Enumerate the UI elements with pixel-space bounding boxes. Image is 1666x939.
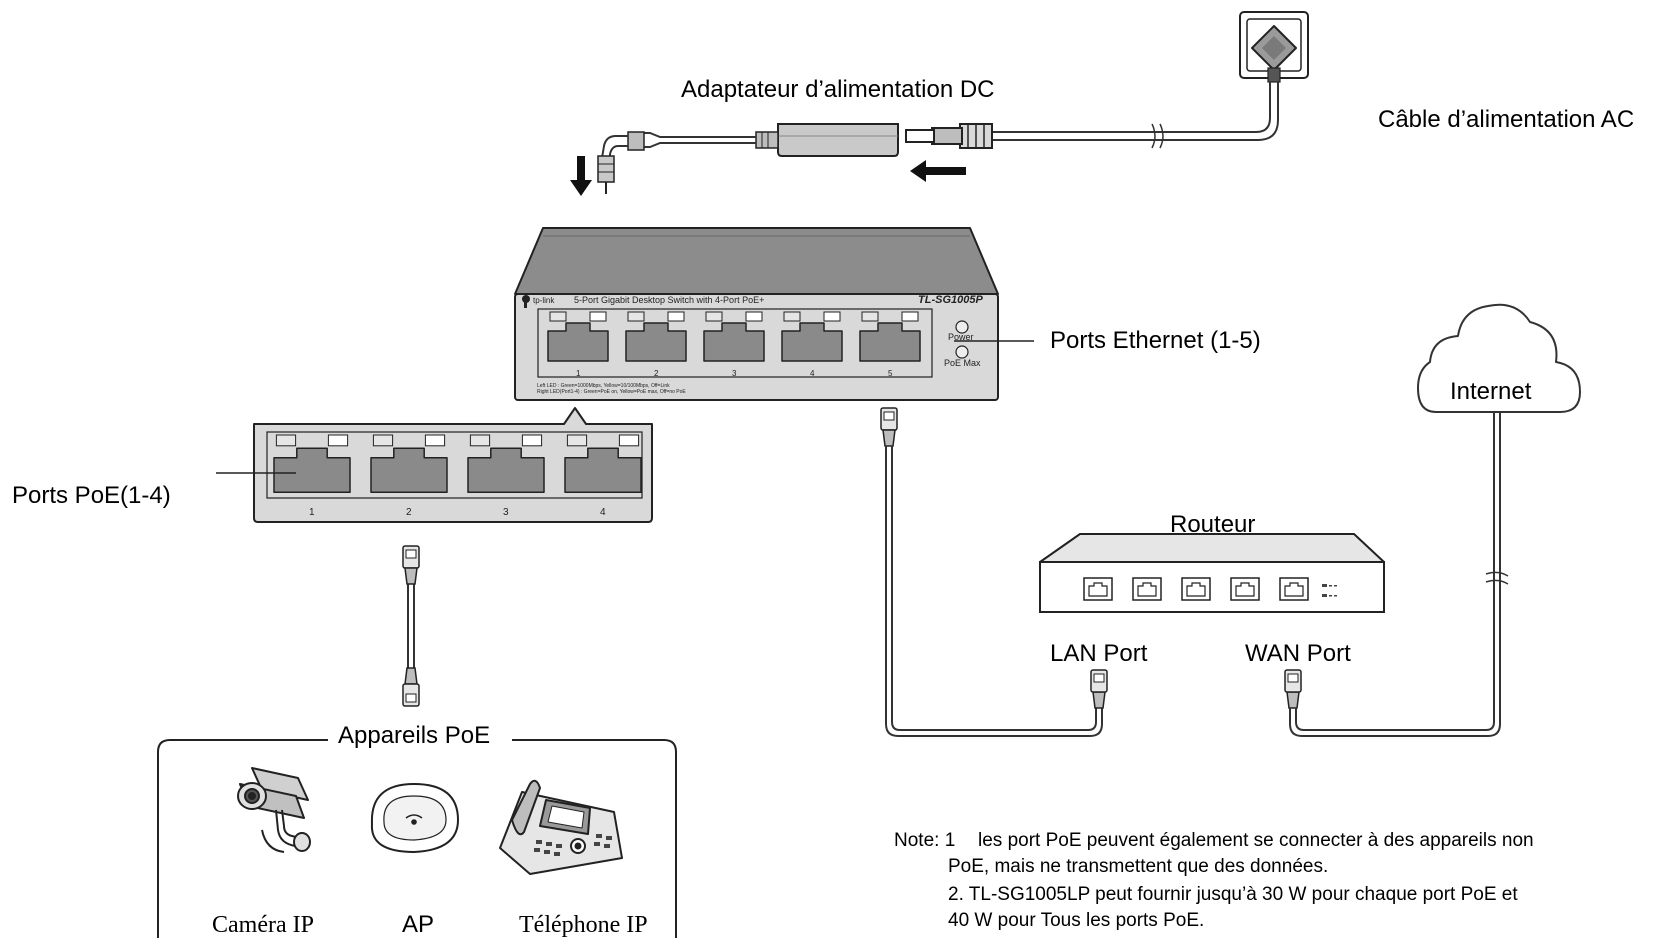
note-line-3: 2. TL-SG1005LP peut fournir jusqu’à 30 W… bbox=[948, 884, 1518, 905]
router-led-icon bbox=[1322, 584, 1337, 597]
note-line-1: les port PoE peuvent également se connec… bbox=[978, 830, 1534, 851]
router-label: Routeur bbox=[1170, 511, 1256, 538]
access-point-icon bbox=[370, 782, 460, 854]
poe-zoom-port bbox=[370, 434, 448, 493]
router-port-group bbox=[1083, 577, 1309, 601]
note-line-2: PoE, mais ne transmettent que des donnée… bbox=[948, 856, 1329, 877]
ethernet-ports-label: Ports Ethernet (1-5) bbox=[1050, 327, 1261, 354]
poe-zoom-port-number: 2 bbox=[406, 507, 412, 518]
ip-phone-icon bbox=[499, 779, 623, 875]
rj45-plug-icon bbox=[1090, 669, 1108, 709]
dc-adapter-icon bbox=[755, 123, 899, 157]
device-label-ip-camera: Caméra IP bbox=[212, 912, 314, 938]
ip-camera-icon bbox=[237, 767, 311, 853]
switch-description: 5-Port Gigabit Desktop Switch with 4-Por… bbox=[574, 295, 764, 305]
dc-adapter-label: Adaptateur d’alimentation DC bbox=[681, 76, 995, 103]
ac-cable-label: Câble d’alimentation AC bbox=[1378, 106, 1635, 133]
internet-label: Internet bbox=[1450, 378, 1532, 405]
led-legend-line-2: Right LED(Port1-4) : Green=PoE on, Yello… bbox=[537, 389, 686, 395]
wall-outlet-icon bbox=[1239, 11, 1309, 83]
switch-port-group: 1 2 3 4 5 bbox=[547, 311, 921, 378]
poe-ports-zoom: 1 2 3 4 bbox=[253, 407, 653, 523]
router-port bbox=[1181, 577, 1211, 601]
rj45-plug-icon bbox=[880, 407, 898, 447]
led-legend-line-1: Left LED : Green=1000Mbps, Yellow=10/100… bbox=[537, 383, 670, 389]
router-port bbox=[1230, 577, 1260, 601]
poe-zoom-port bbox=[467, 434, 545, 493]
lan-cable bbox=[880, 407, 1108, 737]
power-led-label: Power bbox=[948, 332, 974, 342]
switch-port-number: 1 bbox=[576, 369, 581, 378]
poe-zoom-port-number: 1 bbox=[309, 507, 315, 518]
note-prefix: Note: 1 bbox=[894, 830, 956, 851]
lan-port-label: LAN Port bbox=[1050, 640, 1148, 667]
switch-model: TL-SG1005P bbox=[918, 294, 983, 306]
switch-port-number: 5 bbox=[888, 369, 893, 378]
switch-port bbox=[625, 311, 687, 362]
switch-device: 1 2 3 4 5 tp-link 5-Port Gigabit Desktop Swi… bbox=[514, 227, 999, 401]
poe-zoom-port-number: 4 bbox=[600, 507, 606, 518]
ac-plug-icon bbox=[905, 123, 993, 149]
arrow-left-icon bbox=[910, 160, 966, 182]
tp-link-logo-icon bbox=[522, 295, 530, 308]
ac-cable bbox=[990, 82, 1279, 149]
dc-plug-icon bbox=[597, 155, 615, 194]
switch-port bbox=[547, 311, 609, 362]
poe-device-cable bbox=[402, 545, 420, 707]
wan-cable bbox=[1284, 412, 1509, 737]
device-label-ip-phone: Téléphone IP bbox=[519, 912, 648, 938]
poe-devices-frame bbox=[157, 739, 677, 938]
router-port bbox=[1132, 577, 1162, 601]
switch-port-number: 4 bbox=[810, 369, 815, 378]
poe-zoom-port bbox=[273, 434, 351, 493]
switch-port-number: 2 bbox=[654, 369, 659, 378]
switch-brand: tp-link bbox=[533, 296, 555, 305]
poe-devices-label: Appareils PoE bbox=[338, 722, 491, 749]
poe-ports-label: Ports PoE(1-4) bbox=[12, 482, 171, 509]
router-port bbox=[1083, 577, 1113, 601]
poe-zoom-port-number: 3 bbox=[503, 507, 509, 518]
poe-zoom-port bbox=[564, 434, 642, 493]
arrow-down-icon bbox=[570, 156, 592, 196]
poe-max-led-label: PoE Max bbox=[944, 358, 981, 368]
rj45-plug-icon bbox=[402, 545, 420, 585]
switch-port bbox=[781, 311, 843, 362]
power-led bbox=[955, 320, 969, 334]
wan-port-label: WAN Port bbox=[1245, 640, 1351, 667]
switch-port-number: 3 bbox=[732, 369, 737, 378]
poe-zoom-port-group: 1 2 3 4 bbox=[273, 434, 642, 518]
router-port bbox=[1279, 577, 1309, 601]
note-line-4: 40 W pour Tous les ports PoE. bbox=[948, 910, 1205, 931]
switch-port bbox=[859, 311, 921, 362]
dc-cable bbox=[601, 131, 756, 160]
router-device bbox=[1039, 533, 1385, 613]
device-label-ap: AP bbox=[402, 911, 435, 938]
poe-max-led bbox=[955, 345, 969, 359]
switch-port bbox=[703, 311, 765, 362]
internet-cloud-icon bbox=[1417, 303, 1581, 413]
rj45-plug-icon bbox=[402, 667, 420, 707]
rj45-plug-icon bbox=[1284, 669, 1302, 709]
